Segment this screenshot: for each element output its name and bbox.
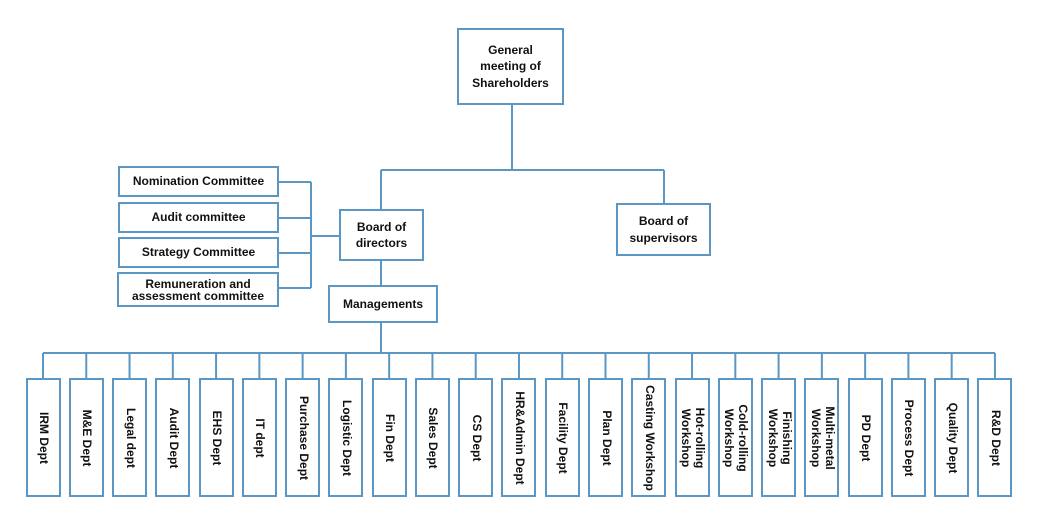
nomination-committee-label: Nomination Committee bbox=[132, 174, 265, 189]
managements-box: Managements bbox=[328, 285, 438, 323]
department-label: IRM Dept bbox=[36, 411, 51, 464]
department-label: Logistic Dept bbox=[339, 399, 354, 476]
department-label: Multi-metal Workshop bbox=[808, 405, 837, 470]
audit-committee-label: Audit committee bbox=[151, 210, 246, 225]
department-box: Finishing Workshop bbox=[761, 378, 797, 497]
department-box: Logistic Dept bbox=[328, 378, 364, 497]
general-meeting-label: General meeting of Shareholders bbox=[472, 43, 549, 90]
department-box: Quality Dept bbox=[934, 378, 970, 497]
department-label: Quality Dept bbox=[945, 402, 960, 473]
department-label: HR&Admin Dept bbox=[512, 390, 527, 485]
department-box: Cold-rolling Workshop bbox=[717, 378, 753, 497]
remuneration-committee-label: Remuneration and assessment committee bbox=[131, 276, 265, 303]
department-label: Legal dept bbox=[123, 407, 138, 468]
department-box: IRM Dept bbox=[25, 378, 61, 497]
department-box: Legal dept bbox=[112, 378, 148, 497]
department-label: EHS Dept bbox=[209, 410, 224, 465]
department-label: Hot-rolling Workshop bbox=[679, 407, 707, 468]
department-label: M&E Dept bbox=[80, 409, 95, 466]
department-box: Multi-metal Workshop bbox=[804, 378, 840, 497]
department-box: R&D Dept bbox=[977, 378, 1013, 497]
department-label: IT dept bbox=[253, 417, 268, 458]
department-box: M&E Dept bbox=[68, 378, 104, 497]
department-box: Facility Dept bbox=[544, 378, 580, 497]
strategy-committee-box: Strategy Committee bbox=[118, 237, 279, 268]
board-of-supervisors-box: Board of supervisors bbox=[616, 203, 711, 256]
department-label: Process Dept bbox=[902, 399, 917, 476]
department-label: Facility Dept bbox=[556, 401, 571, 474]
department-box: Hot-rolling Workshop bbox=[674, 378, 710, 497]
department-label: Fin Dept bbox=[383, 413, 398, 462]
department-label: Audit Dept bbox=[166, 407, 181, 468]
department-label: Plan Dept bbox=[599, 409, 614, 466]
department-label: Sales Dept bbox=[426, 406, 441, 469]
managements-label: Managements bbox=[342, 296, 424, 311]
remuneration-committee-box: Remuneration and assessment committee bbox=[117, 272, 279, 307]
nomination-committee-box: Nomination Committee bbox=[118, 166, 279, 197]
board-of-directors-box: Board of directors bbox=[339, 209, 424, 261]
department-label: Finishing Workshop bbox=[765, 408, 794, 467]
department-label: Casting Workshop bbox=[642, 384, 657, 491]
department-box: Purchase Dept bbox=[285, 378, 321, 497]
strategy-committee-label: Strategy Committee bbox=[141, 245, 256, 260]
department-box: Fin Dept bbox=[371, 378, 407, 497]
department-box: Plan Dept bbox=[588, 378, 623, 497]
general-meeting-box: General meeting of Shareholders bbox=[457, 28, 564, 105]
department-label: CS Dept bbox=[469, 414, 484, 461]
department-box: EHS Dept bbox=[198, 378, 234, 497]
department-label: Cold-rolling Workshop bbox=[722, 403, 751, 472]
department-box: HR&Admin Dept bbox=[501, 378, 537, 497]
department-box: Process Dept bbox=[890, 378, 926, 497]
department-label: R&D Dept bbox=[988, 409, 1003, 466]
department-box: PD Dept bbox=[847, 378, 883, 497]
department-label: PD Dept bbox=[859, 414, 874, 461]
audit-committee-box: Audit committee bbox=[118, 202, 279, 233]
board-of-directors-label: Board of directors bbox=[355, 219, 408, 250]
board-of-supervisors-label: Board of supervisors bbox=[629, 214, 698, 245]
department-box: Casting Workshop bbox=[631, 378, 667, 497]
department-box: IT dept bbox=[241, 378, 277, 497]
department-box: Audit Dept bbox=[155, 378, 191, 497]
department-box: CS Dept bbox=[458, 378, 494, 497]
department-box: Sales Dept bbox=[414, 378, 450, 497]
department-label: Purchase Dept bbox=[296, 395, 311, 480]
